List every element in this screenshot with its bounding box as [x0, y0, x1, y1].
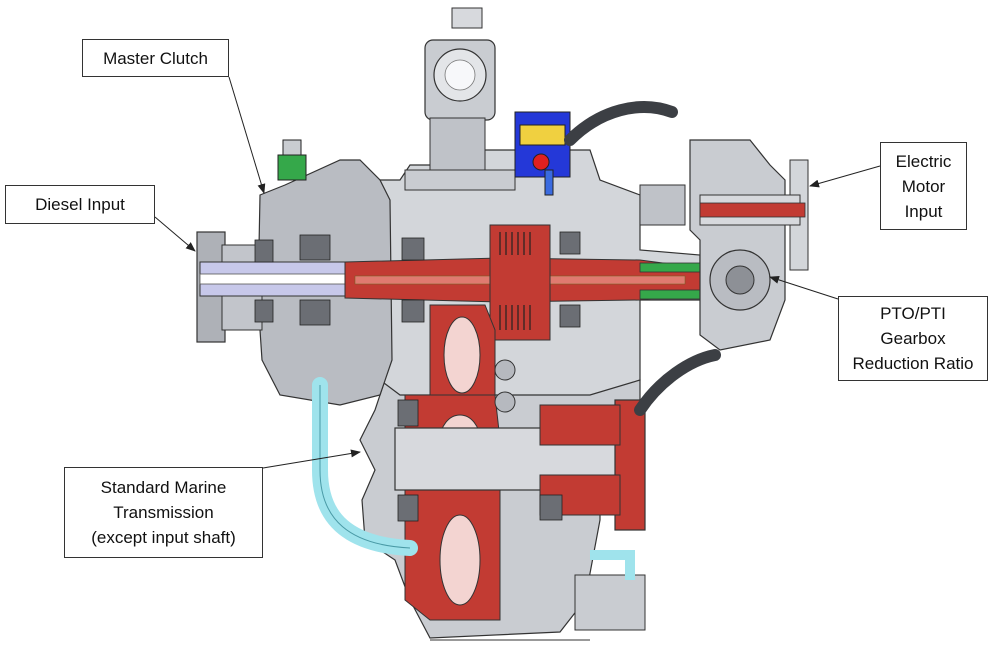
lower-accessory — [574, 574, 646, 631]
pto-coupler — [639, 184, 686, 226]
label-diesel-input: Diesel Input — [5, 185, 155, 224]
label-electric-line-2: Motor — [901, 176, 946, 196]
leader-electric-motor — [809, 165, 881, 188]
leader-standard-marine — [262, 449, 361, 469]
label-std-line-1: Standard Marine — [100, 478, 227, 497]
leader-diesel-input — [154, 216, 196, 252]
main-gear-window — [443, 316, 481, 394]
label-master-clutch-text: Master Clutch — [103, 48, 208, 68]
output-flange-hub — [539, 404, 621, 446]
label-std-line-3: (except input shaft) — [91, 528, 236, 547]
electric-motor-shaft-red — [699, 202, 806, 218]
label-pto-line-3: Reduction Ratio — [852, 354, 974, 373]
lower-cyan-pipe — [590, 550, 635, 580]
label-pto-pti-gearbox: PTO/PTI Gearbox Reduction Ratio — [838, 296, 988, 381]
clutch-pack — [489, 224, 551, 341]
leader-master-clutch — [228, 76, 266, 194]
label-standard-marine-transmission: Standard Marine Transmission (except inp… — [64, 467, 263, 558]
label-std-line-2: Transmission — [113, 503, 214, 522]
cyan-hose-outline — [319, 385, 411, 549]
right-hose — [634, 349, 721, 416]
pump-sight-inner — [444, 59, 476, 91]
pto-spline-upper — [639, 262, 701, 273]
bearing-ball — [494, 391, 516, 413]
label-electric-motor-input: Electric Motor Input — [880, 142, 967, 230]
green-fitting-top — [282, 139, 302, 156]
valve-red-indicator — [532, 153, 550, 171]
bearing-ball — [494, 359, 516, 381]
pump-fitting — [451, 7, 483, 29]
label-pto-line-1: PTO/PTI — [880, 304, 946, 323]
valve-yellow — [519, 124, 566, 146]
pto-spline-lower — [639, 289, 701, 300]
pump-base — [404, 169, 516, 191]
green-fitting-clutch — [277, 154, 307, 181]
label-electric-line-3: Input — [904, 201, 943, 221]
bearings — [254, 231, 581, 522]
label-master-clutch: Master Clutch — [82, 39, 229, 77]
input-shaft-bore — [199, 273, 361, 285]
pto-reduction-gear-inner — [725, 265, 755, 295]
pump-stand — [429, 117, 486, 179]
label-electric-line-1: Electric — [895, 151, 952, 171]
pto-housing — [689, 139, 786, 351]
clutch-plates — [499, 232, 531, 330]
top-hose — [564, 101, 678, 146]
output-gear-window — [439, 514, 481, 606]
label-pto-line-2: Gearbox — [880, 329, 946, 348]
label-diesel-input-text: Diesel Input — [35, 195, 125, 214]
valve-stem — [544, 169, 554, 196]
leader-pto — [769, 275, 839, 300]
